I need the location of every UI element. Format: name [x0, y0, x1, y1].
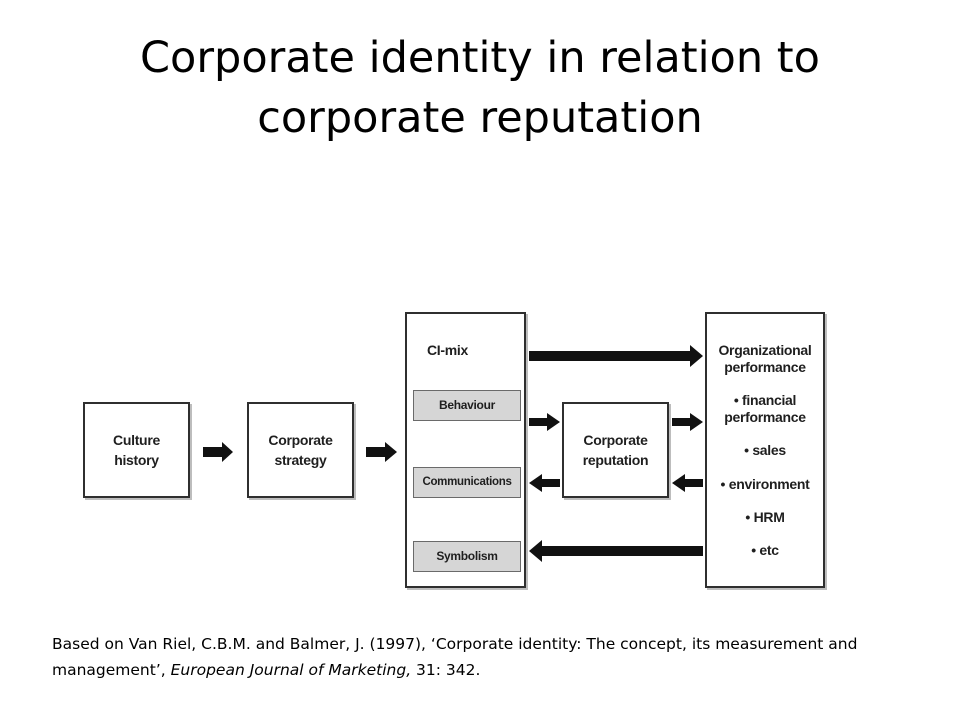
org-line-3: • financial: [733, 392, 797, 408]
ci-mix-symbolism: Symbolism: [413, 541, 521, 572]
slide-title-line-2: corporate reputation: [257, 93, 703, 143]
corporate-strategy-box: Corporate strategy: [247, 402, 354, 498]
strategy-label-line-1: Corporate: [268, 432, 333, 448]
slide-title: Corporate identity in relation to corpor…: [0, 28, 960, 148]
organizational-performance-box: Organizational performance • financial p…: [705, 312, 825, 588]
citation-journal: European Journal of Marketing,: [170, 661, 412, 679]
arrow-org-performance-to-reputation: [672, 413, 703, 431]
arrow-ci-mix-to-org-performance: [529, 345, 703, 367]
corporate-reputation-label: Corporate reputation: [564, 430, 667, 470]
citation-volume: 31: 342.: [411, 661, 481, 679]
org-line-5: • sales: [744, 442, 786, 458]
citation-text: Based on Van Riel, C.B.M. and Balmer, J.…: [52, 635, 858, 679]
culture-history-label: Culture history: [85, 430, 188, 470]
arrow-org-performance-to-symbolism: [529, 540, 703, 562]
org-line-4: performance: [724, 409, 806, 425]
culture-label-line-1: Culture: [113, 432, 160, 448]
arrow-strategy-to-ci-mix: [366, 442, 397, 462]
corporate-strategy-label: Corporate strategy: [249, 430, 352, 470]
arrow-culture-to-strategy: [203, 442, 233, 462]
arrow-org-performance-back-to-reputation: [672, 474, 703, 492]
culture-label-line-2: history: [114, 452, 159, 468]
org-line-6: • environment: [720, 476, 810, 492]
ci-mix-communications: Communications: [413, 467, 521, 498]
culture-history-box: Culture history: [83, 402, 190, 498]
ci-mix-box: CI-mix Behaviour Communications Symbolis…: [405, 312, 526, 588]
org-line-7: • HRM: [745, 509, 785, 525]
org-line-1: Organizational: [718, 342, 812, 358]
org-line-2: performance: [724, 359, 806, 375]
ci-mix-heading: CI-mix: [427, 342, 468, 358]
reputation-label-line-2: reputation: [582, 452, 649, 468]
arrow-behaviour-to-reputation: [529, 413, 560, 431]
corporate-reputation-box: Corporate reputation: [562, 402, 669, 498]
organizational-performance-list: Organizational performance • financial p…: [707, 342, 823, 559]
slide-title-line-1: Corporate identity in relation to: [140, 33, 820, 83]
org-line-8: • etc: [751, 542, 779, 558]
source-citation: Based on Van Riel, C.B.M. and Balmer, J.…: [52, 631, 912, 683]
strategy-label-line-2: strategy: [274, 452, 327, 468]
arrow-reputation-to-communications: [529, 474, 560, 492]
reputation-label-line-1: Corporate: [583, 432, 648, 448]
ci-mix-behaviour: Behaviour: [413, 390, 521, 421]
